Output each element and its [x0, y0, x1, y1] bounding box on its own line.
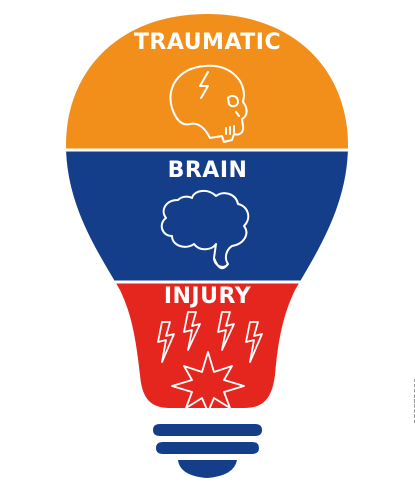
brain-icon — [160, 190, 250, 270]
middle-band — [66, 150, 348, 282]
bulb-base — [153, 424, 262, 478]
label-brain: BRAIN — [167, 158, 248, 183]
top-band — [66, 14, 348, 150]
label-injury: INJURY — [163, 284, 252, 309]
explosion-icon — [171, 351, 245, 413]
lightning-bolts-icon — [157, 311, 263, 363]
label-traumatic: TRAUMATIC — [133, 30, 282, 55]
skull-icon — [169, 64, 248, 143]
